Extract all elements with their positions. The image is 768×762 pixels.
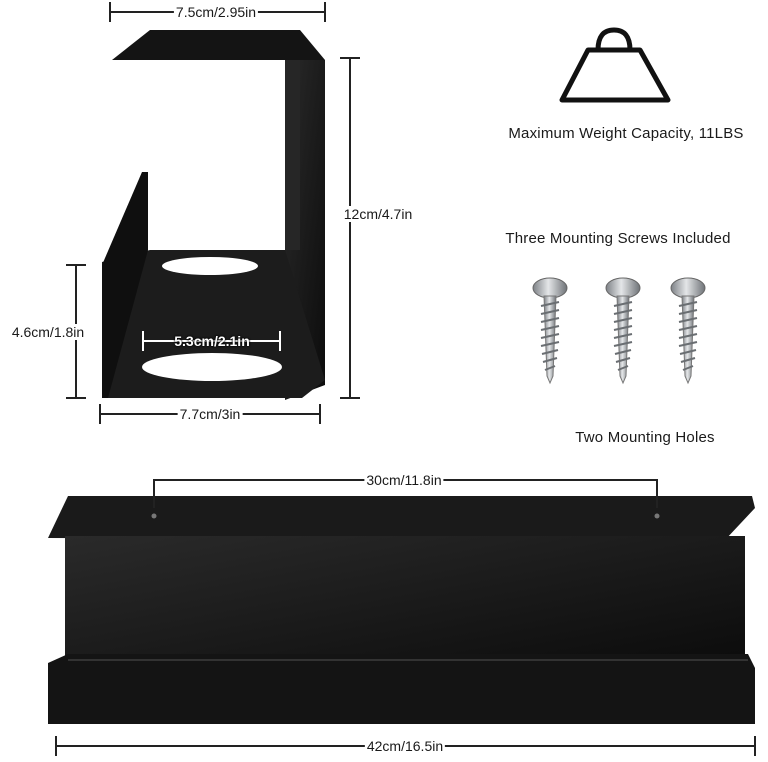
- dimension-height: [340, 57, 360, 399]
- tray-front-lip: [48, 654, 755, 724]
- feature-weight-capacity: Maximum Weight Capacity, 11LBS: [506, 125, 746, 142]
- label-height: 12cm/4.7in: [341, 206, 415, 222]
- label-top-width: 7.5cm/2.95in: [173, 4, 259, 20]
- label-total-length: 42cm/16.5in: [364, 738, 446, 754]
- bracket-front-lip: [102, 172, 148, 398]
- tray-top-flange: [48, 496, 755, 540]
- mounting-hole-left: [151, 513, 157, 519]
- label-bottom-width: 7.7cm/3in: [177, 406, 243, 422]
- bracket-hole-bottom: [142, 353, 282, 381]
- dimension-hole-width: [142, 331, 281, 351]
- weight-icon: [559, 27, 671, 103]
- screw-icon: [532, 277, 706, 385]
- label-tray-height: 4.6cm/1.8in: [9, 324, 87, 340]
- feature-holes: Two Mounting Holes: [573, 429, 717, 446]
- label-hole-spacing: 30cm/11.8in: [364, 472, 444, 488]
- bracket-top-flange: [112, 30, 325, 60]
- label-hole-width: 5.3cm/2.1in: [174, 333, 250, 349]
- bracket-hole-top: [162, 257, 258, 275]
- mounting-hole-right: [654, 513, 660, 519]
- bracket-side-view: [102, 30, 325, 400]
- bracket-front-view: [48, 496, 755, 724]
- tray-back-wall: [65, 536, 745, 661]
- bracket-inner-shade: [148, 60, 300, 250]
- feature-screws: Three Mounting Screws Included: [503, 230, 733, 247]
